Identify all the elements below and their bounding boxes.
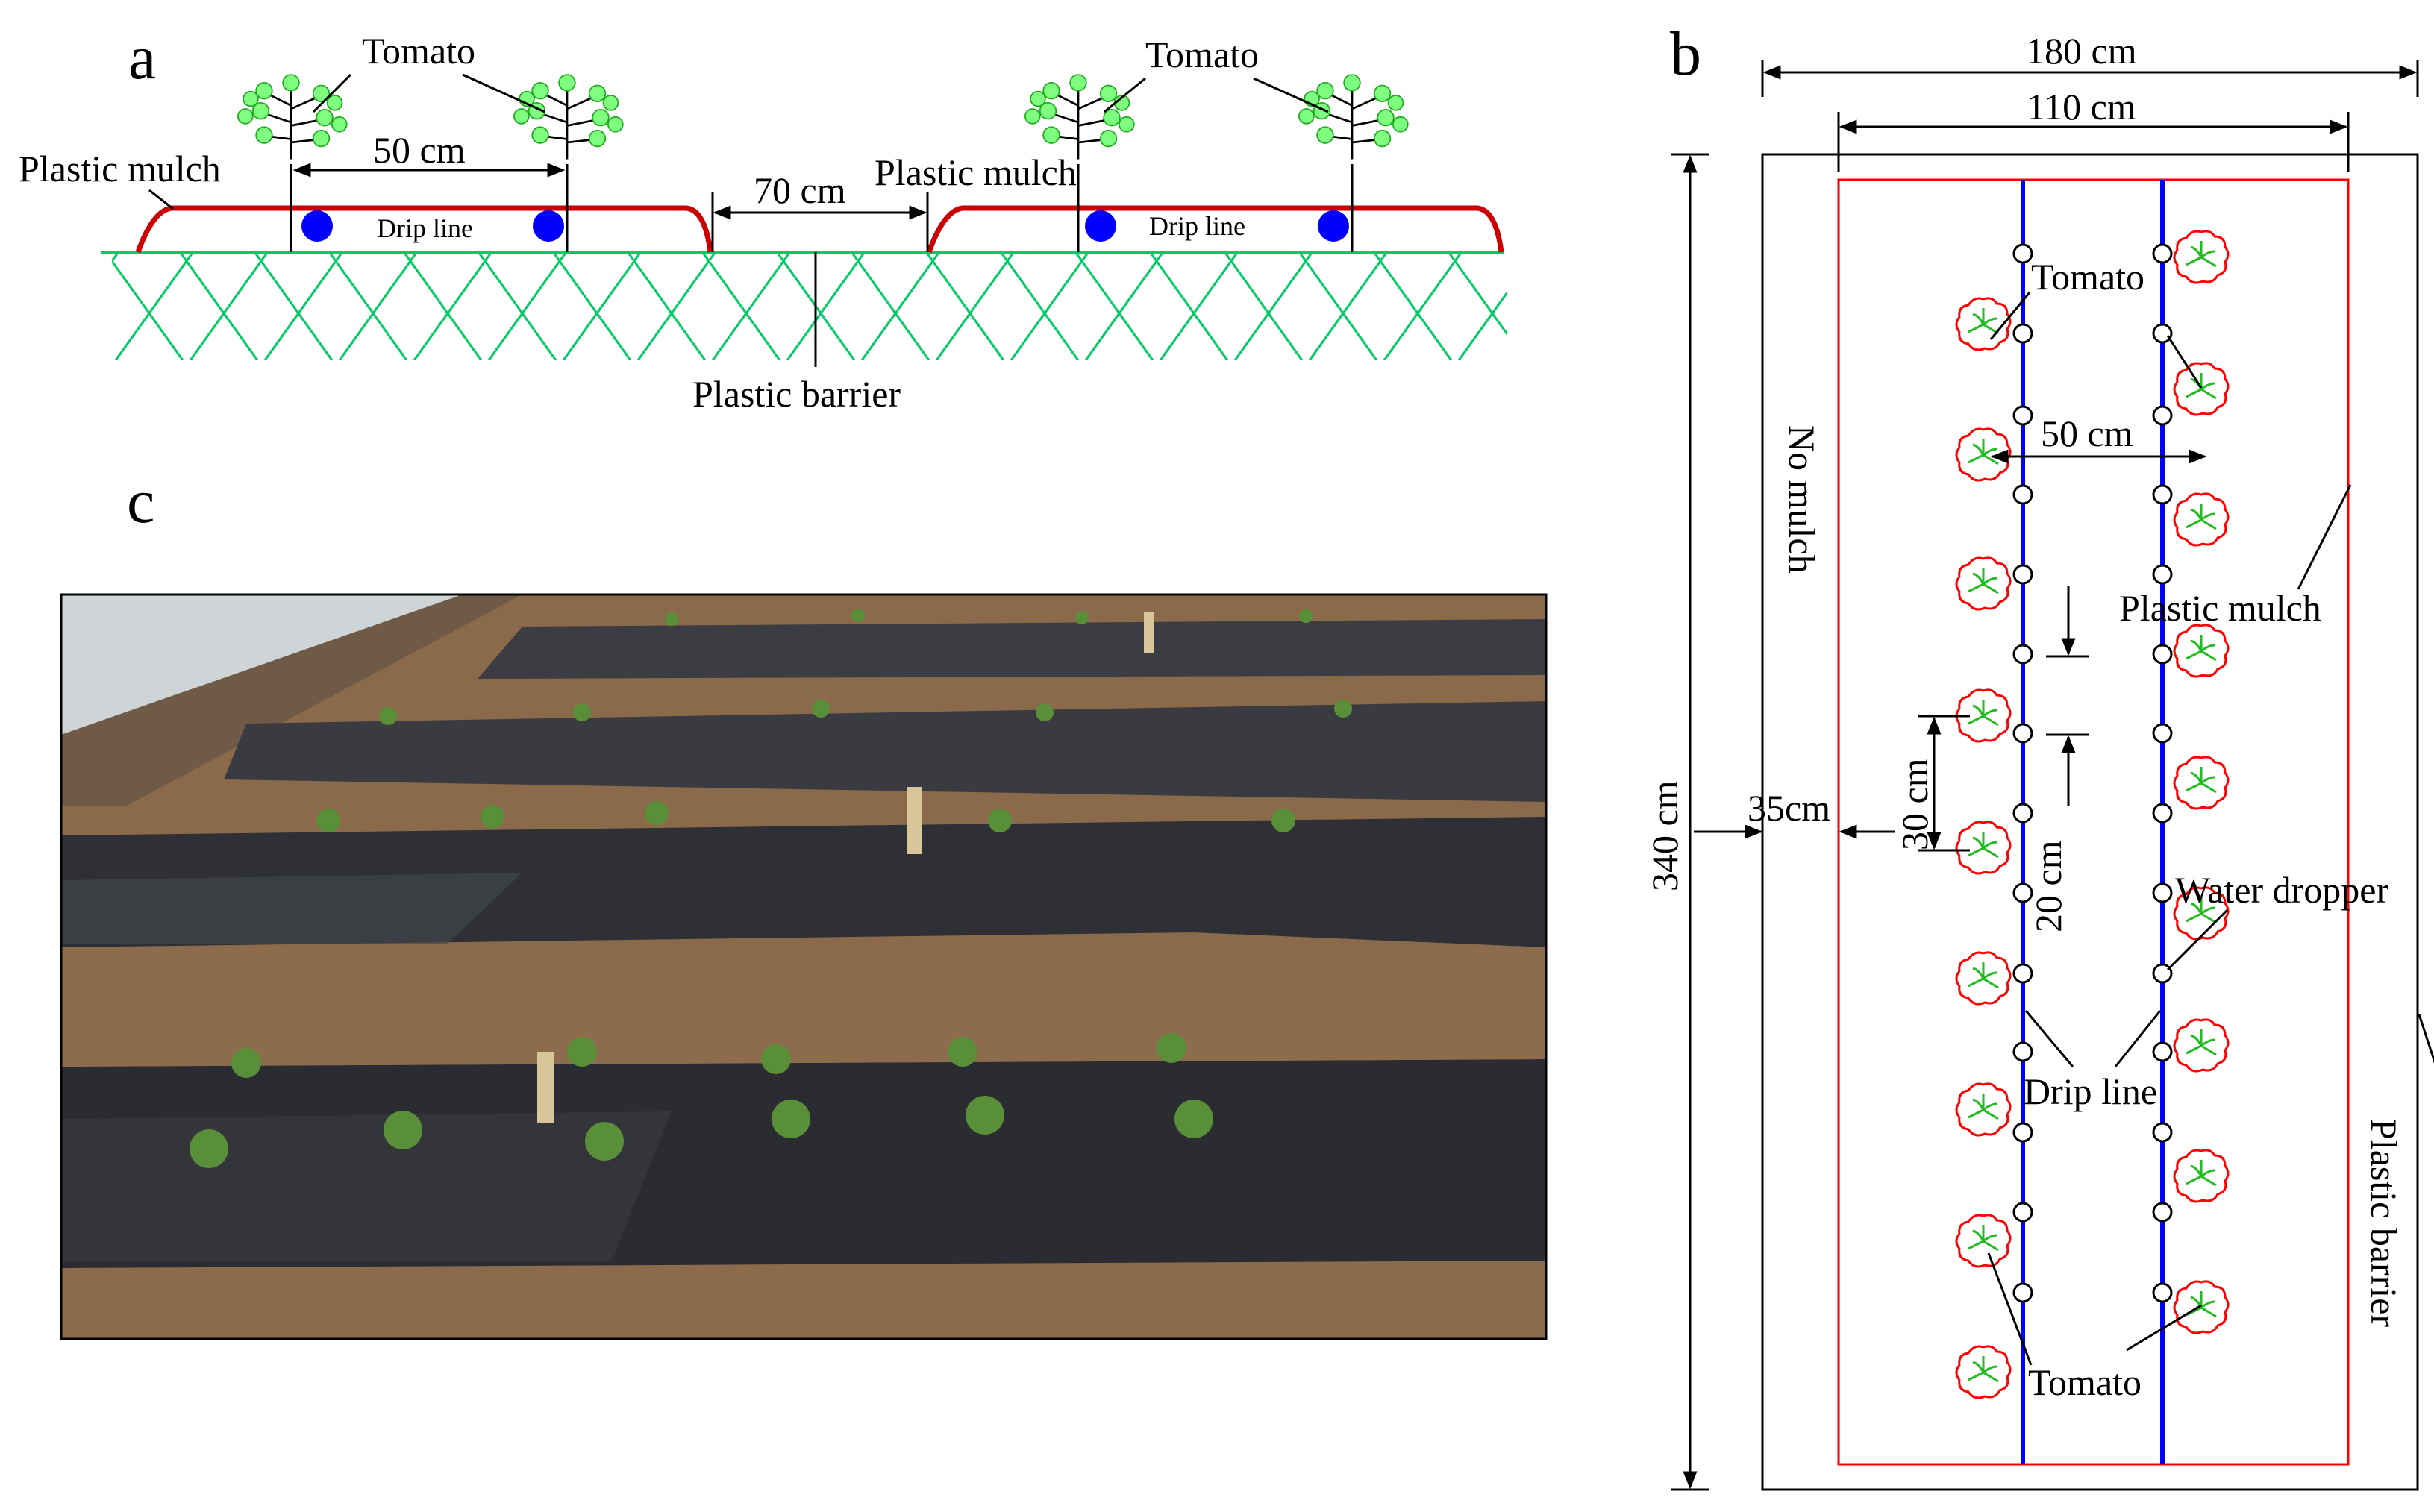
tomato-label: Tomato	[1145, 34, 1259, 75]
tomato-icon	[1955, 1082, 2012, 1137]
drip-dot	[533, 210, 564, 242]
tomato-plant-icon	[1024, 73, 1136, 160]
tomato-label-bottom: Tomato	[2028, 1361, 2142, 1403]
dim-35-label: 35cm	[1748, 787, 1830, 829]
tomato-icon	[2173, 362, 2230, 416]
dim-180-label: 180 cm	[2026, 30, 2137, 72]
tomato-icon	[1955, 556, 2012, 611]
tomato-icon	[2173, 492, 2230, 547]
drip-line-label: Drip line	[1149, 211, 1245, 241]
leader-line	[1253, 77, 1329, 113]
tomato-icon	[2173, 230, 2230, 284]
leader-line	[1987, 1252, 2033, 1366]
leader-line	[462, 73, 545, 113]
tomato-label: Tomato	[362, 30, 475, 72]
leader-line	[1989, 292, 2031, 340]
leader-line	[2166, 909, 2229, 971]
leader-line	[2166, 335, 2203, 389]
tomato-icon	[1955, 951, 2012, 1006]
plot-border	[1761, 153, 2419, 1491]
leader-line	[2418, 1014, 2434, 1064]
tomato-icon	[2173, 1149, 2230, 1203]
tomato-icon	[1955, 427, 2012, 482]
drip-dot	[301, 210, 333, 242]
dim-30-label: 30 cm	[1894, 758, 1936, 850]
tomato-plant-icon	[1298, 73, 1410, 160]
plastic-barrier-label: Plastic barrier	[692, 373, 901, 415]
leader-line	[2114, 1010, 2162, 1067]
tomato-icon	[1955, 821, 2012, 875]
water-dropper-label: Water dropper	[2175, 869, 2388, 911]
tomato-label-top: Tomato	[2031, 256, 2144, 298]
leader-line	[148, 189, 174, 210]
leader-line	[312, 73, 352, 113]
drip-line-label: Drip line	[2024, 1070, 2157, 1112]
tomato-icon	[2173, 624, 2230, 678]
tomato-plant-icon	[237, 73, 348, 160]
drip-dot	[1318, 210, 1349, 242]
panel-a-letter: a	[128, 23, 156, 92]
spacing-70-label: 70 cm	[754, 169, 846, 211]
panel-a: a Tomato Tomato Plastic mulch Plast	[19, 23, 1507, 415]
panel-b-letter: b	[1670, 19, 1701, 89]
tomato-icon	[2173, 756, 2230, 810]
dim-20-label: 20 cm	[2027, 840, 2069, 932]
leader-line	[1104, 77, 1146, 113]
no-mulch-label: No mulch	[1781, 425, 1823, 574]
plastic-mulch-label: Plastic mulch	[875, 151, 1077, 193]
tomato-icon	[1955, 1345, 2012, 1399]
panel-c-letter: c	[127, 467, 154, 536]
water-droppers	[2012, 243, 2173, 1303]
drip-line-label: Drip line	[377, 213, 473, 243]
plastic-barrier-label: Plastic barrier	[2363, 1119, 2405, 1327]
leader-line	[2024, 1010, 2074, 1067]
tomato-icon	[2173, 1280, 2230, 1334]
greenhouse-photo	[60, 593, 1548, 1340]
tomato-icon	[2173, 1018, 2230, 1073]
mulch-area	[1837, 178, 2350, 1466]
tomato-icon	[1955, 1214, 2012, 1268]
leader-line	[2126, 1304, 2202, 1352]
plastic-mulch-label: Plastic mulch	[19, 148, 221, 189]
dim-50-label: 50 cm	[2041, 412, 2133, 454]
panel-b: b 180 cm 110 cm 340 cm 35cm No mulch Pla…	[1644, 19, 2434, 1491]
leader-line	[2297, 484, 2352, 590]
ground-hatch	[112, 252, 1507, 360]
spacing-50-label: 50 cm	[373, 129, 466, 171]
dim-340-label: 340 cm	[1644, 780, 1686, 891]
plastic-mulch-label: Plastic mulch	[2119, 587, 2321, 629]
panel-c: c	[60, 467, 1548, 1340]
dim-110-label: 110 cm	[2027, 86, 2136, 128]
mulch-bed-right	[926, 205, 1504, 254]
drip-dot	[1085, 210, 1116, 242]
tomato-plant-icon	[513, 73, 625, 160]
